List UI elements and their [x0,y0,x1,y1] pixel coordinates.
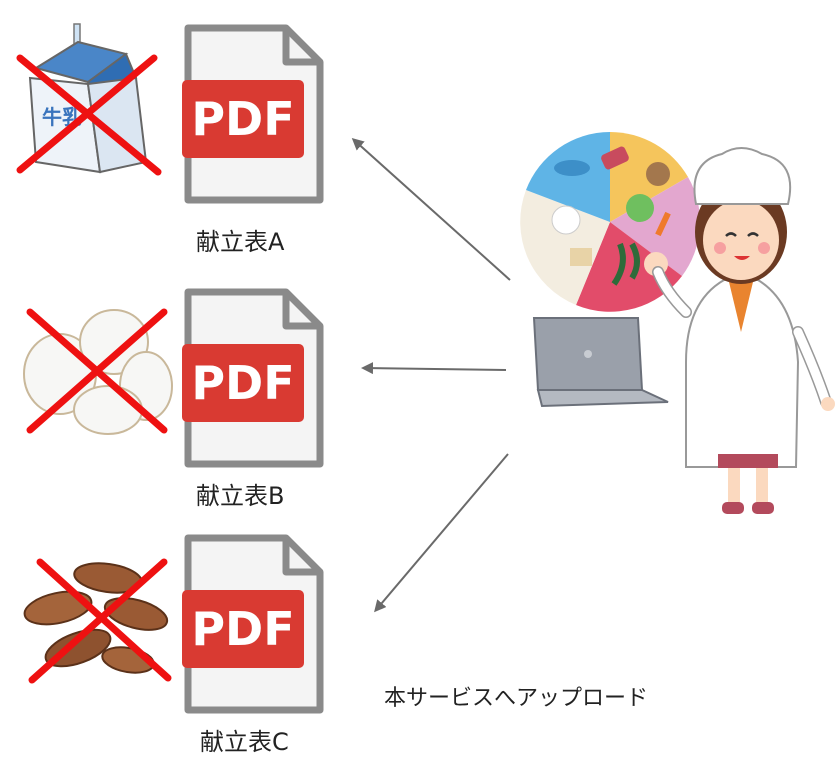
laptop-icon [532,317,669,408]
arrow-to-menu-c [374,453,509,613]
allergen-eggs [16,306,176,436]
arrow-to-menu-b [361,362,507,375]
almonds-icon [23,558,172,684]
nutritionist-icon [520,131,835,514]
cross-line [26,308,168,434]
allergen-milk: 牛乳 [8,12,162,176]
pdf-file-icon-b[interactable]: PDF [180,286,330,472]
pdf-document-icon [182,288,324,468]
pdf-document-icon [182,24,324,204]
milk-carton-icon: 牛乳 [16,23,162,176]
pdf-file-icon-c[interactable]: PDF [180,532,330,718]
cross-line [28,558,168,684]
nutritionist-illustration [520,131,836,522]
allergen-almonds [18,556,178,686]
pdf-document-icon [182,534,324,714]
upload-caption: 本サービスへアップロード [384,686,649,711]
pdf-file-icon-a[interactable]: PDF [180,22,330,208]
pdf-badge-text: PDF [191,356,295,410]
pdf-badge-text: PDF [191,92,295,146]
menu-label-a: 献立表A [196,228,285,256]
arrow-to-menu-a [351,137,511,281]
laptop-illustration [530,316,670,410]
cross-line [16,54,158,174]
menu-label-b: 献立表B [196,482,285,510]
food-group-plate [520,131,701,312]
pdf-badge-text: PDF [191,602,295,656]
eggs-icon [23,308,173,435]
menu-label-c: 献立表C [200,728,289,756]
